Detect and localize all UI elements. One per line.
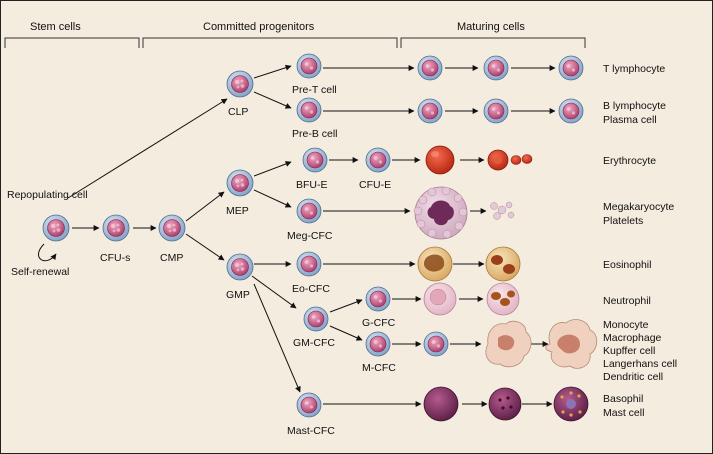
eo-cfc-cell [296,251,322,277]
output-basophil: Basophil [603,393,643,405]
label-bfu-e: BFU-E [296,179,328,191]
output-dendritic-cell: Dendritic cell [603,371,663,383]
gmp-cell [226,253,254,281]
stem-cells-header: Stem cells [30,21,81,33]
cfu-s-cell [102,214,130,242]
gm-cfc-cell [303,306,329,332]
output-eosinophil: Eosinophil [603,259,651,271]
reticulocyte [487,149,509,171]
output-t-lymphocyte: T lymphocyte [603,63,665,75]
repopulating-cell [42,214,70,242]
stem-cells-bracket: Stem cells [4,21,140,48]
cmp-cell [158,214,186,242]
label-eo-cfc: Eo-CFC [292,283,330,295]
label-cfu-e: CFU-E [359,179,391,191]
label-repopulating-cell: Repopulating cell [7,189,88,201]
label-g-cfc: G-CFC [362,317,396,329]
eosinophil-cell [485,246,521,282]
pre-t-cell [296,53,322,79]
label-gm-cfc: GM-CFC [293,337,335,349]
cfu-e-cell [365,147,391,173]
basophil-cell [488,387,522,421]
output-langerhans-cell: Langerhans cell [603,358,677,370]
t-maturing-cell-2 [483,55,509,81]
output-monocyte: Monocyte [603,319,649,331]
label-m-cfc: M-CFC [362,362,396,374]
mep-cell [226,169,254,197]
output-plasma-cell: Plasma cell [603,114,657,126]
m-cfc-cell [365,331,391,357]
t-lymphocyte-cell [558,55,584,81]
output-neutrophil: Neutrophil [603,295,651,307]
output-erythrocyte: Erythrocyte [603,155,656,167]
label-mep: MEP [226,205,249,217]
b-maturing-cell-1 [417,98,443,124]
output-mast-cell: Mast cell [603,407,644,419]
b-maturing-cell-2 [483,98,509,124]
neutrophil-cell [486,282,520,316]
b-lymphocyte-cell [558,98,584,124]
g-cfc-cell [365,286,391,312]
maturing-cells-bracket: Maturing cells [400,21,586,48]
output-macrophage: Macrophage [603,332,662,344]
mast-cfc-cell [296,392,322,418]
label-mast-cfc: Mast-CFC [287,425,335,437]
meg-cfc-cell [296,198,322,224]
label-cfu-s: CFU-s [100,252,130,264]
t-maturing-cell-1 [417,55,443,81]
mast-cell-cell [553,386,589,422]
platelets-cluster [490,201,515,220]
erythrocyte-cell [510,154,533,165]
label-pre-b: Pre-B cell [292,128,338,140]
label-self-renewal: Self-renewal [11,266,69,278]
label-clp: CLP [228,106,248,118]
label-gmp: GMP [226,289,250,301]
lineage-arrows [38,64,556,407]
clp-cell [226,70,254,98]
output-b-lymphocyte: B lymphocyte [603,100,666,112]
label-meg-cfc: Meg-CFC [287,230,333,242]
bfu-e-cell [302,147,328,173]
committed-progenitors-bracket: Committed progenitors [142,21,398,48]
output-megakaryocyte: Megakaryocyte [603,201,674,213]
monocyte-precursor [423,331,449,357]
neutrophil-precursor [423,282,457,316]
output-kupffer-cell: Kupffer cell [603,345,655,357]
monocyte-cell [485,320,532,368]
pre-b-cell [296,97,322,123]
erythroblast [425,145,455,175]
maturing-cells-header: Maturing cells [457,21,525,33]
megakaryocyte-cell [413,186,468,240]
macrophage-cell [545,319,598,369]
eosinophil-precursor [417,246,453,282]
output-platelets: Platelets [603,215,643,227]
label-pre-t: Pre-T cell [292,84,337,96]
committed-progenitors-header: Committed progenitors [203,21,315,33]
label-cmp: CMP [160,252,183,264]
basophil-precursor [423,386,459,422]
